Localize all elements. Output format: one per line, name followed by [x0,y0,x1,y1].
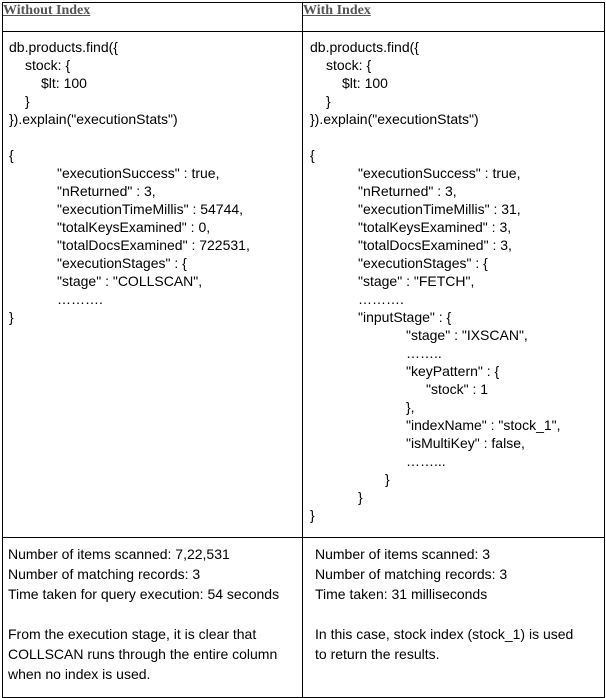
code-line: { [310,147,315,163]
code-line: "stage" : "COLLSCAN", [57,273,203,289]
code-line: stock: { [326,57,372,73]
code-line: "nReturned" : 3, [358,183,457,199]
header-without-index-label: Without Index [3,3,91,18]
code-line: ………. [57,291,103,307]
code-line [310,128,604,146]
code-line: "executionTimeMillis" : 31, [358,201,521,217]
note-line: to return the results. [315,646,440,662]
note-line: when no index is used. [8,666,151,682]
items-scanned: Number of items scanned: 3 [315,546,491,562]
code-line [9,128,302,146]
summary-without-index: Number of items scanned: 7,22,531 Number… [2,537,303,698]
matching-records: Number of matching records: 3 [315,566,508,582]
items-scanned: Number of items scanned: 7,22,531 [8,546,230,562]
code-line: $lt: 100 [41,75,87,91]
summary-with-index: Number of items scanned: 3 Number of mat… [302,537,605,698]
time-taken: Time taken for query execution: 54 secon… [8,586,280,602]
code-line: "executionSuccess" : true, [57,165,220,181]
code-line: stock: { [25,57,71,73]
explanation-note: In this case, stock index (stock_1) is u… [315,624,604,664]
summary-row: Number of items scanned: 7,22,531 Number… [2,537,605,698]
code-line: "stage" : "IXSCAN", [406,327,528,343]
matching-records: Number of matching records: 3 [8,566,201,582]
time-taken: Time taken: 31 milliseconds [315,586,488,602]
code-line: "totalKeysExamined" : 3, [358,219,512,235]
code-cell-with-index: db.products.find({ stock: { $lt: 100} }).ex… [302,31,605,538]
code-line: } [385,471,390,487]
code-block-with-index: db.products.find({ stock: { $lt: 100} }).ex… [310,38,604,524]
code-line: "indexName" : "stock_1", [406,417,561,433]
code-line: db.products.find({ [9,39,118,55]
code-line: } [25,93,30,109]
code-line: }).explain("executionStats") [310,111,479,127]
explanation-note: From the execution stage, it is clear th… [8,624,302,684]
code-line: "inputStage" : { [358,309,452,325]
code-line: }, [406,399,415,415]
code-line: "stock" : 1 [426,381,489,397]
header-row: Without Index With Index [2,2,605,32]
code-row: db.products.find({ stock: { $lt: 100} }).ex… [2,31,605,538]
code-line: } [326,93,331,109]
note-line: COLLSCAN runs through the entire column [8,646,278,662]
code-line: } [310,507,315,523]
code-line: …….. [406,345,442,361]
code-line: "keyPattern" : { [406,363,500,379]
code-line: "totalDocsExamined" : 3, [358,237,512,253]
code-line: ………. [358,291,404,307]
code-line: "executionTimeMillis" : 54744, [57,201,244,217]
code-block-without-index: db.products.find({ stock: { $lt: 100} }).ex… [9,38,302,326]
code-line: db.products.find({ [310,39,419,55]
code-cell-without-index: db.products.find({ stock: { $lt: 100} }).ex… [2,31,303,538]
code-line: }).explain("executionStats") [9,111,178,127]
note-line: In this case, stock index (stock_1) is u… [315,626,574,642]
code-line: "totalDocsExamined" : 722531, [57,237,250,253]
code-line: "executionStages" : { [57,255,187,271]
header-with-index: With Index [302,2,605,32]
code-line: } [358,489,363,505]
header-with-index-label: With Index [303,3,371,18]
header-without-index: Without Index [2,2,303,32]
note-line: From the execution stage, it is clear th… [8,626,257,642]
code-line: "isMultiKey" : false, [406,435,525,451]
code-line: } [9,309,14,325]
code-line: "executionSuccess" : true, [358,165,521,181]
code-line: "totalKeysExamined" : 0, [57,219,211,235]
code-line: { [9,147,14,163]
code-line: $lt: 100 [342,75,388,91]
code-line: "nReturned" : 3, [57,183,156,199]
code-line: "stage" : "FETCH", [358,273,475,289]
code-line: ……... [406,453,446,469]
code-line: "executionStages" : { [358,255,488,271]
